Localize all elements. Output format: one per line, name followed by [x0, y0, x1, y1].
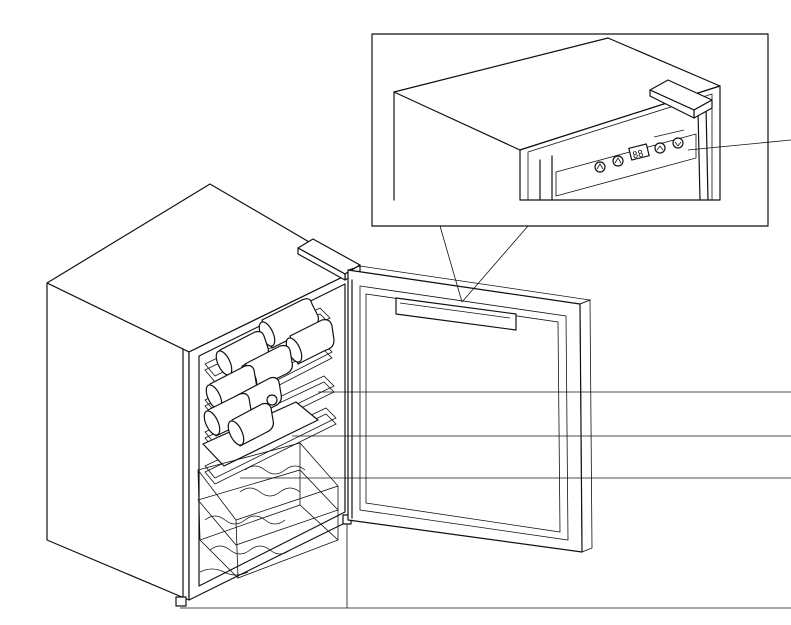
callout-control-panel [687, 139, 791, 151]
temp-up-button [654, 142, 666, 154]
light-button [612, 155, 624, 167]
temperature-display [628, 143, 650, 161]
temp-down-button [672, 137, 684, 149]
power-button [594, 161, 606, 173]
wine-bottles [203, 298, 335, 447]
door-handle [395, 297, 517, 331]
callout-lines [180, 139, 791, 609]
door [347, 265, 593, 553]
door-glass [359, 285, 569, 541]
cabinet-foot [175, 596, 187, 607]
control-panel-detail: 88 [371, 33, 769, 303]
display-readout: 88 [632, 149, 645, 161]
control-buttons: 88 [594, 129, 685, 173]
